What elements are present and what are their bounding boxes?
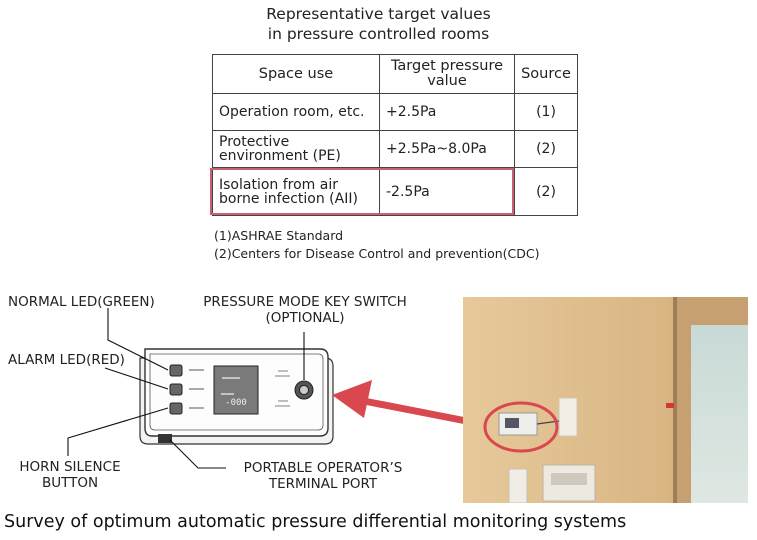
table-row: Isolation from air borne infection (AII)… — [212, 167, 578, 216]
wall-monitor-screen — [505, 418, 519, 428]
target-values-table: Space use Target pressure value Source O… — [212, 54, 578, 216]
label-alarm-led: ALARM LED(RED) — [8, 352, 125, 368]
title-line-1: Representative target values — [266, 5, 491, 23]
label-terminal-port: PORTABLE OPERATOR’S TERMINAL PORT — [228, 460, 418, 492]
cell-source: (1) — [514, 93, 578, 131]
device-display — [213, 365, 259, 415]
horn-silence-button-icon — [169, 402, 183, 415]
label-normal-led: NORMAL LED(GREEN) — [8, 294, 155, 310]
note-1: (1)ASHRAE Standard — [214, 228, 344, 243]
highlight-box — [210, 168, 514, 215]
alarm-led-icon — [169, 383, 183, 396]
cell-source: (2) — [514, 167, 578, 216]
wall-outlet — [508, 468, 528, 503]
label-key-line-2: (OPTIONAL) — [265, 310, 345, 326]
cell-space-line-1: Operation room, etc. — [219, 104, 365, 120]
label-horn-line-2: BUTTON — [41, 475, 99, 491]
cell-space-use: Operation room, etc. — [212, 93, 380, 131]
cell-space-use: Protective environment (PE) — [212, 130, 380, 168]
leader-alarm-led — [104, 367, 169, 390]
leader-terminal-port — [169, 439, 226, 469]
terminal-port-icon — [158, 434, 172, 443]
cell-space-line-2: environment (PE) — [219, 148, 341, 164]
pointer-arrow-head — [332, 380, 372, 418]
label-key-switch: PRESSURE MODE KEY SWITCH (OPTIONAL) — [190, 294, 420, 326]
normal-led-icon — [169, 364, 183, 377]
header-space-use: Space use — [212, 54, 380, 94]
header-target-line-1: Target pressure — [390, 58, 504, 74]
header-source: Source — [514, 54, 578, 94]
label-key-line-1: PRESSURE MODE KEY SWITCH — [203, 294, 407, 310]
door-edge — [673, 297, 677, 503]
note-2: (2)Centers for Disease Control and preve… — [214, 246, 540, 261]
key-switch-core — [299, 385, 309, 395]
cell-value: -2.5Pa — [379, 167, 515, 216]
photo-svg — [463, 297, 748, 503]
installation-photo — [463, 297, 748, 503]
label-port-line-1: PORTABLE OPERATOR’S — [243, 460, 403, 476]
cell-space-line-2: borne infection (AII) — [219, 190, 358, 207]
diagram-title: Representative target values in pressure… — [0, 4, 757, 44]
highlight-circle — [483, 401, 559, 453]
device-bezel — [149, 353, 324, 431]
label-horn-line-1: HORN SILENCE — [19, 459, 121, 475]
title-line-2: in pressure controlled rooms — [267, 25, 490, 43]
leader-horn-silence — [67, 407, 169, 456]
cell-source: (2) — [514, 130, 578, 168]
display-reading: -000 — [225, 398, 247, 408]
door-glass — [691, 325, 748, 503]
footer-caption: Survey of optimum automatic pressure dif… — [4, 512, 627, 532]
door-sticker — [666, 403, 674, 408]
header-target-line-2: value — [427, 73, 467, 89]
cell-space-use: Isolation from air borne infection (AII) — [212, 167, 380, 216]
cell-space-line-1: Protective — [219, 134, 290, 150]
cell-space-line-1: Isolation from air — [219, 176, 338, 193]
table-header-row: Space use Target pressure value Source — [212, 54, 578, 94]
label-horn-silence: HORN SILENCE BUTTON — [10, 459, 130, 491]
control-panel-display — [551, 473, 587, 485]
label-port-line-2: TERMINAL PORT — [268, 476, 378, 492]
table-notes: (1)ASHRAE Standard (2)Centers for Diseas… — [214, 227, 540, 263]
leader-normal-led — [107, 308, 169, 371]
switch-plate — [558, 397, 578, 437]
table-row: Operation room, etc. +2.5Pa (1) — [212, 93, 578, 131]
table-row: Protective environment (PE) +2.5Pa~8.0Pa… — [212, 130, 578, 168]
cell-value: +2.5Pa — [379, 93, 515, 131]
